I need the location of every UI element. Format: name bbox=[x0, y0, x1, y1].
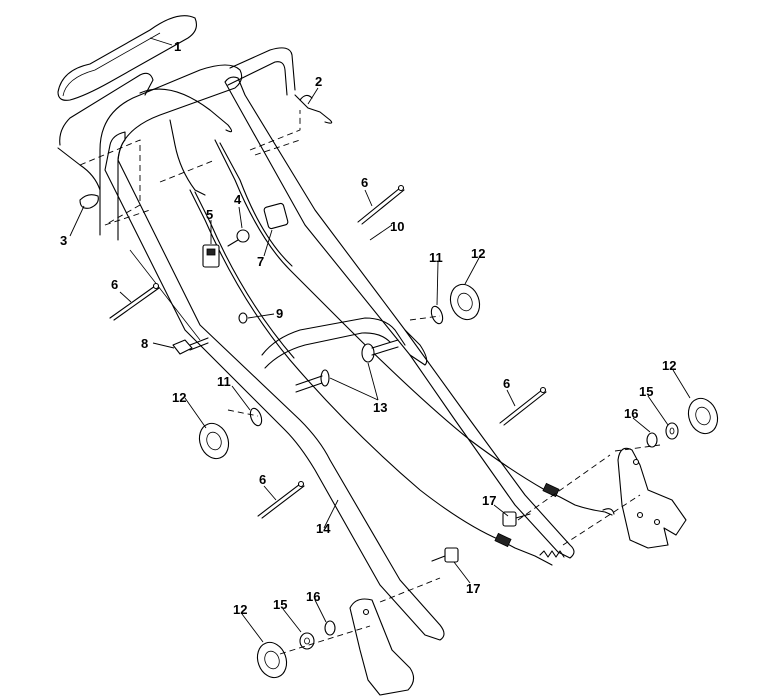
callout-labels: 1 2 3 4 5 6 6 6 6 7 8 9 10 11 11 12 12 1… bbox=[60, 39, 676, 617]
callout-12-left: 12 bbox=[172, 390, 186, 405]
callout-6-upper: 6 bbox=[361, 175, 368, 190]
lower-handle-right bbox=[224, 76, 575, 559]
cable-tie-d bbox=[257, 480, 305, 519]
callout-12-far-right: 12 bbox=[662, 358, 676, 373]
cable-ends bbox=[494, 482, 615, 558]
callout-9: 9 bbox=[276, 306, 283, 321]
callout-15-right: 15 bbox=[639, 384, 653, 399]
left-mounting-bracket bbox=[349, 598, 415, 696]
callout-13: 13 bbox=[373, 400, 387, 415]
cable-retainer bbox=[294, 94, 333, 124]
right-mounting-bracket bbox=[617, 447, 687, 549]
washer-11-left bbox=[249, 407, 263, 427]
upper-handle-bar bbox=[99, 47, 296, 241]
handle-knob-far-right bbox=[687, 397, 719, 435]
callout-16-right: 16 bbox=[624, 406, 638, 421]
crossbar-bolt-right bbox=[361, 339, 399, 363]
callout-2: 2 bbox=[315, 74, 322, 89]
washer-16-right bbox=[646, 432, 658, 448]
screw-17-lower bbox=[431, 547, 459, 563]
callout-6-right: 6 bbox=[503, 376, 510, 391]
callout-11-right: 11 bbox=[429, 250, 443, 265]
callout-10: 10 bbox=[390, 219, 404, 234]
handle-knob-left bbox=[198, 422, 230, 460]
screw-4 bbox=[227, 229, 250, 247]
callout-3: 3 bbox=[60, 233, 67, 248]
lower-handle-left bbox=[104, 131, 445, 641]
callout-6-lower: 6 bbox=[259, 472, 266, 487]
callout-15-bottom: 15 bbox=[273, 597, 287, 612]
upper-handle-grip bbox=[57, 15, 197, 101]
cable-clamp bbox=[202, 244, 220, 268]
callout-11-left: 11 bbox=[217, 374, 231, 389]
callout-5: 5 bbox=[206, 207, 213, 222]
leader-lines bbox=[69, 37, 691, 643]
crossbar-bolt-left bbox=[295, 369, 330, 393]
handle-knob-bottom bbox=[256, 641, 288, 679]
control-cables bbox=[189, 139, 613, 566]
handle-crossbar bbox=[261, 317, 406, 369]
washer-15-bottom bbox=[299, 632, 315, 650]
cable-tie-b bbox=[109, 282, 160, 321]
washer-11-right bbox=[430, 305, 444, 325]
callout-17-upper: 17 bbox=[482, 493, 496, 508]
cable-tie-a bbox=[357, 184, 405, 225]
washer-16-bottom bbox=[324, 620, 336, 636]
nut-9 bbox=[238, 312, 248, 324]
screw-17-upper bbox=[502, 511, 531, 527]
callout-12-bottom: 12 bbox=[233, 602, 247, 617]
callout-16-bottom: 16 bbox=[306, 589, 320, 604]
callout-12-upper: 12 bbox=[471, 246, 485, 261]
cable-tie-c bbox=[499, 386, 547, 426]
handle-knob-upper-right bbox=[449, 283, 481, 321]
callout-7: 7 bbox=[257, 254, 264, 269]
callout-6-left: 6 bbox=[111, 277, 118, 292]
bolt-8 bbox=[172, 337, 209, 355]
cable-adjuster bbox=[263, 202, 289, 230]
washer-15-right bbox=[665, 422, 679, 440]
callout-14: 14 bbox=[316, 521, 331, 536]
callout-1: 1 bbox=[174, 39, 181, 54]
callout-4: 4 bbox=[234, 192, 242, 207]
callout-17-lower: 17 bbox=[466, 581, 480, 596]
callout-8: 8 bbox=[141, 336, 148, 351]
alignment-lines-lower bbox=[227, 315, 661, 655]
cable-clip bbox=[79, 194, 99, 209]
